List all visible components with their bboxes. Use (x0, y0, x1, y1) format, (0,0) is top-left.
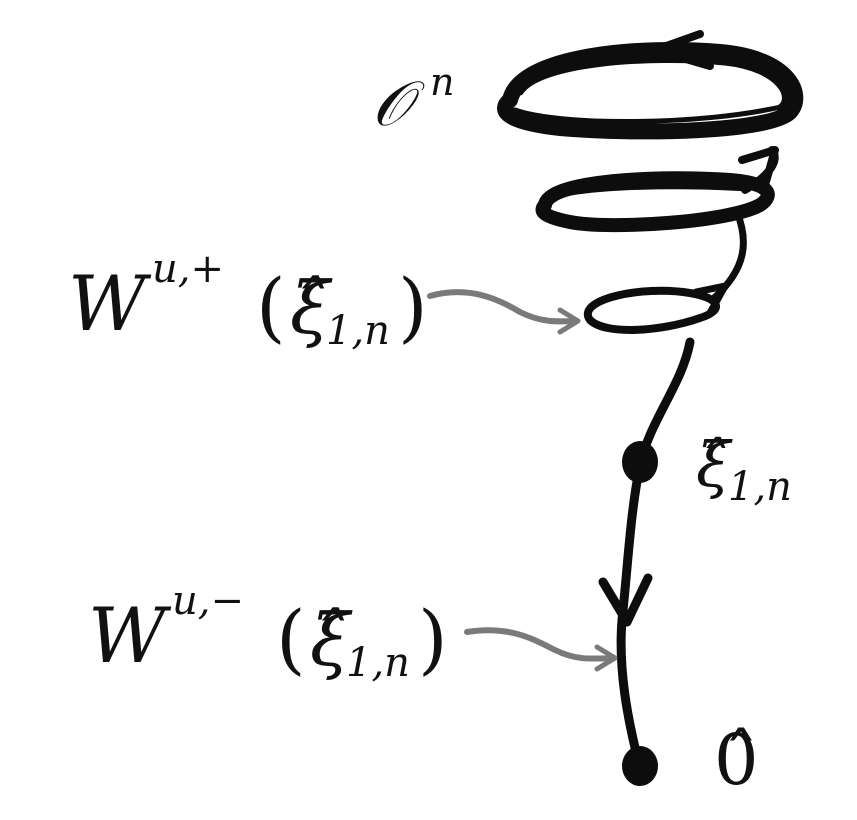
w-plus-label: W u,+ ( ξ̂ 1,n ) (68, 246, 428, 354)
orbit-label-sup: n (430, 60, 454, 104)
w-minus-base: W (88, 591, 172, 680)
spiral-arrow-icon-lower (692, 282, 729, 317)
manifold-arrow-icon (598, 573, 653, 627)
w-minus-sub: 1,n (346, 640, 410, 686)
w-plus-close: ) (398, 262, 428, 351)
origin-label: 0̂ (714, 719, 759, 801)
w-plus-xi: ξ̂ (290, 266, 333, 350)
orbit-label: 𝒪 n (372, 60, 454, 140)
origin-dot (622, 746, 658, 786)
w-minus-pointer (464, 627, 618, 672)
periodic-orbit (497, 30, 804, 140)
orbit-arrow-icon (651, 30, 714, 70)
w-plus-open: ( (256, 262, 286, 351)
w-minus-open: ( (276, 594, 306, 683)
xi-point-label: ξ̂ 1,n (696, 428, 792, 510)
w-minus-sup: u,− (172, 578, 244, 624)
xi-point-dot (622, 441, 658, 483)
spiral-loop-lower (583, 208, 747, 334)
spiral-loop-middle (535, 146, 779, 233)
w-plus-sup: u,+ (152, 246, 224, 292)
spiral-arrow-icon-upper (738, 146, 779, 189)
w-minus-label: W u,− ( ξ̂ 1,n ) (88, 578, 448, 686)
w-plus-base: W (68, 259, 152, 348)
w-plus-sub: 1,n (326, 308, 390, 354)
xi-point-base: ξ̂ (696, 428, 733, 501)
w-minus-xi: ξ̂ (310, 598, 353, 682)
w-minus-close: ) (418, 594, 448, 683)
xi-point-sub: 1,n (728, 464, 792, 510)
w-plus-pointer (427, 289, 581, 335)
orbit-label-base: 𝒪 (372, 67, 425, 140)
unstable-manifold-curve (598, 337, 695, 765)
